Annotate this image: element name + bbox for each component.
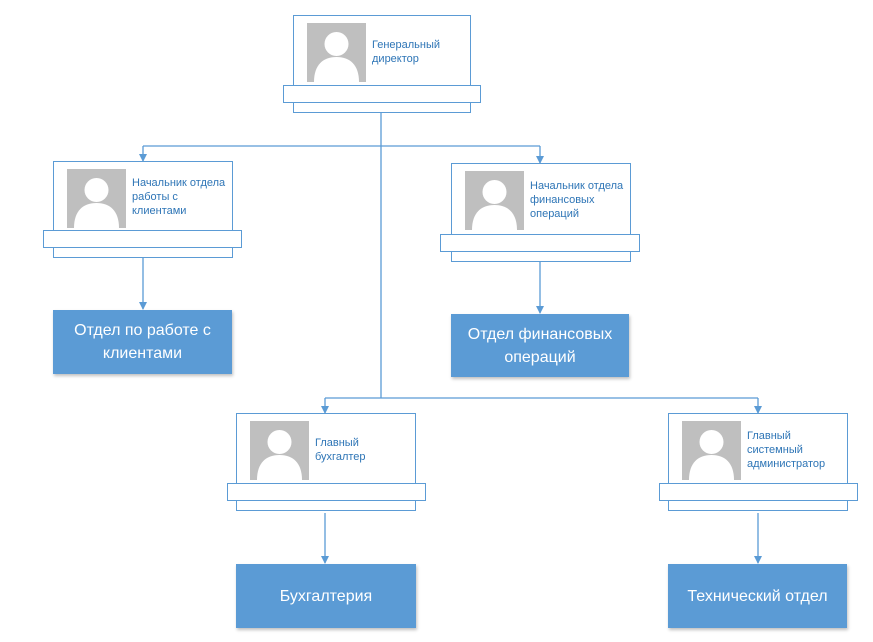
title-banner-tail — [293, 103, 471, 113]
title-banner — [227, 483, 426, 501]
title-banner — [440, 234, 640, 252]
person-silhouette-icon — [465, 171, 524, 230]
department-name: Отдел финансовых операций — [467, 325, 613, 366]
position-card-finance-head[interactable]: Начальник отдела финансовых операций — [451, 163, 631, 237]
department-box-finance[interactable]: Отдел финансовых операций — [451, 314, 629, 377]
position-title: Главный системный администратор — [747, 430, 826, 470]
department-box-tech[interactable]: Технический отдел — [668, 564, 847, 628]
title-banner-tail — [451, 252, 631, 262]
position-card-chief-accountant[interactable]: Главный бухгалтер — [236, 413, 416, 487]
position-card-client-head[interactable]: Начальник отдела работы с клиентами — [53, 161, 233, 233]
department-box-accounting[interactable]: Бухгалтерия — [236, 564, 416, 628]
department-box-client[interactable]: Отдел по работе с клиентами — [53, 310, 232, 374]
person-silhouette-icon — [67, 169, 126, 228]
position-card-ceo[interactable]: Генеральный директор — [293, 15, 471, 89]
position-title: Главный бухгалтер — [315, 437, 366, 463]
title-banner — [659, 483, 858, 501]
title-banner-tail — [236, 501, 416, 511]
person-silhouette-icon — [307, 23, 366, 82]
position-title: Генеральный директор — [372, 39, 441, 65]
title-banner — [43, 230, 242, 248]
person-silhouette-icon — [250, 421, 309, 480]
person-silhouette-icon — [682, 421, 741, 480]
position-title: Начальник отдела работы с клиентами — [132, 177, 226, 217]
title-banner-tail — [668, 501, 848, 511]
title-banner — [283, 85, 481, 103]
position-title: Начальник отдела финансовых операций — [530, 180, 624, 220]
department-name: Бухгалтерия — [279, 587, 373, 605]
department-name: Технический отдел — [687, 587, 828, 605]
title-banner-tail — [53, 248, 233, 258]
position-card-sysadmin[interactable]: Главный системный администратор — [668, 413, 848, 487]
department-name: Отдел по работе с клиентами — [74, 322, 211, 362]
